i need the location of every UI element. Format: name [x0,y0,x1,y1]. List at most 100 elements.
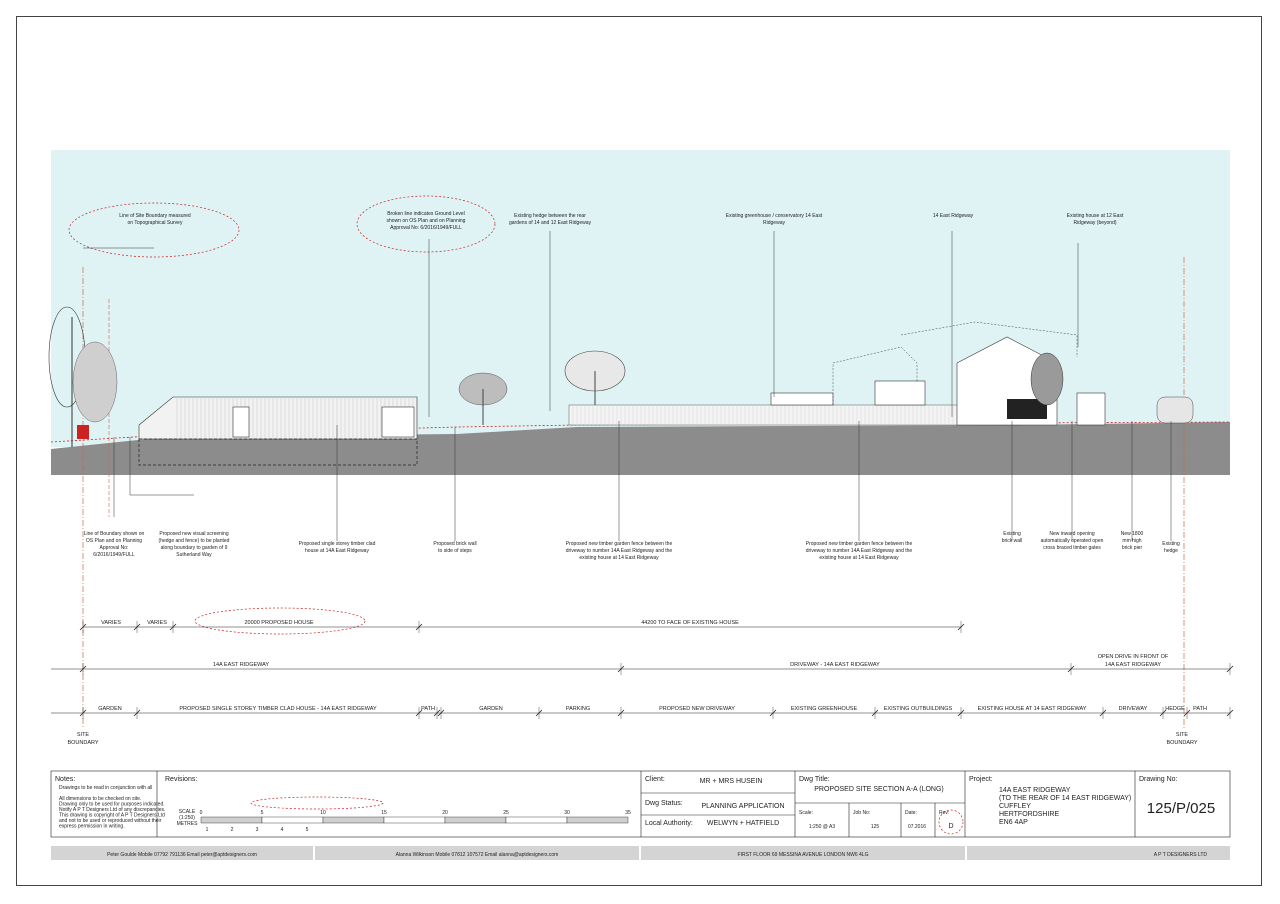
callout-ground-level: Broken line indicates Ground Level [387,211,465,217]
callout-fence-2: Proposed new timber garden fence between… [806,541,913,547]
site-boundary-label-right-2: BOUNDARY [1166,740,1197,746]
scale-label: SCALE [179,809,196,815]
callout-greenhouse: Existing greenhouse / conservatory 14 Ea… [726,213,823,219]
callout-ground-level: shown on OS Plan and on Planning [387,218,466,224]
project-label: Project: [969,776,993,783]
client-value: MR + MRS HUSEIN [700,778,763,785]
dim-row3-label: GARDEN [479,706,503,712]
notes-line: This drawing is copyright of A P T Desig… [59,813,165,819]
callout-line-of-boundary: Line of Boundary shown on [84,531,145,537]
revisions-label: Revisions: [165,776,197,783]
callout-existing-hedge-b: Existing [1162,541,1180,547]
callout-house-12: Existing house at 12 East [1067,213,1124,219]
callout-gates: New inward opening [1049,531,1095,537]
scale-tick-small-label: 1 [206,827,209,833]
dim-row2-label: DRIVEWAY - 14A EAST RIDGEWAY [790,662,880,668]
dim-row3-label: PATH [421,706,435,712]
callout-fence-2: driveway to number 14A East Ridgeway and… [806,548,913,554]
footer-address: FIRST FLOOR 69 MESSINA AVENUE LONDON NW6… [738,852,869,858]
callout-greenhouse: Ridgeway [763,220,785,226]
scale-field-value: 1:250 @ A3 [809,824,835,830]
tree-mid-2 [564,350,626,422]
notes-line: express permission in writing. [59,824,125,830]
callout-timber-house: Proposed single storey timber clad [299,541,376,547]
dim-row3-label: HEDGE [1165,706,1185,712]
title-block-text: Notes:Drawings to be read in conjunction… [55,776,1215,858]
callout-east-ridgeway-14: 14 East Ridgeway [933,213,974,219]
revision-cloud-2 [356,195,496,253]
tree-mid-1 [458,372,508,425]
scale-label: METRES [177,821,199,827]
dim-row2-label: 14A EAST RIDGEWAY [1105,662,1161,668]
leaders-top [83,231,1079,417]
callout-ground-level: Approval No: 6/2016/1949/FULL [390,225,462,231]
trees-left [48,306,118,447]
callout-visual-screening: Sutherland Way [176,552,212,558]
scale-tick-small-label: 3 [256,827,259,833]
callout-brick-pier: brick pier [1122,545,1143,551]
callout-existing-hedge: gardens of 14 and 12 East Ridgeway [509,220,591,226]
scale-tick-label: 20 [442,810,448,816]
dim-row3-label: EXISTING GREENHOUSE [791,706,858,712]
dwg-title-label: Dwg Title: [799,776,830,783]
callout-site-boundary-survey: on Topographical Survey [128,220,183,226]
scale-tick-label: 35 [625,810,631,816]
outbuildings-outline [832,346,918,405]
callout-timber-house: house at 14A East Ridgeway [305,548,369,554]
job-no-label: Job No: [853,810,870,816]
callout-house-12: Ridgeway (beyond) [1073,220,1116,226]
rev-cloud-d [938,809,964,835]
greenhouse [770,392,834,406]
scale-tick-label: 0 [200,810,203,816]
scale-tick-small-label: 4 [281,827,284,833]
footer-bar-2 [315,846,639,860]
dim-row3-label: EXISTING OUTBUILDINGS [884,706,953,712]
existing-house-14 [956,336,1106,426]
dim-row3-label: PROPOSED SINGLE STOREY TIMBER CLAD HOUSE… [179,706,377,712]
callout-line-of-boundary: Approval No: [100,545,129,551]
callout-fence-1: Proposed new timber garden fence between… [566,541,673,547]
callout-line-of-boundary: 6/2016/1949/FULL [93,552,135,558]
notes-line: and not to be used or reproduced without… [59,818,162,824]
notes-line: Drawings to be read in conjunction with … [59,785,152,791]
callout-brick-wall-steps: Proposed brick wall [433,541,476,547]
title-block [50,770,1231,838]
project-line: EN6 4AP [999,819,1028,826]
scale-tick-small-label: 2 [231,827,234,833]
callout-site-boundary-survey: Line of Site Boundary measured [119,213,191,219]
outbuilding [874,380,926,406]
drawing-no-value: 125/P/025 [1147,800,1215,817]
job-no-value: 125 [871,824,880,830]
notes-line: Notify A P T Designers Ltd of any discre… [59,807,165,813]
roofline-dashed [900,321,1078,357]
dimension-ticks [79,621,1234,719]
callout-existing-brick-wall: brick wall [1002,538,1023,544]
dimension-lines [51,626,1230,714]
footer-bar-3 [641,846,965,860]
callout-existing-hedge: Existing hedge between the rear [514,213,586,219]
revision-cloud-3 [194,607,366,635]
dim-row3-label: PATH [1193,706,1207,712]
site-boundary-label-left-2: BOUNDARY [67,740,98,746]
timber-fence [568,404,1020,426]
revision-cloud-1 [68,202,240,258]
site-boundary-label-left-1: SITE [77,732,90,738]
footer-bar-1 [51,846,313,860]
revision-cloud-4 [250,796,384,810]
dwg-status-value: PLANNING APPLICATION [701,803,784,810]
proposed-house [138,396,418,466]
footer-contact-2: Alanna Wilkinson Mobile 07812 107572 Ema… [396,852,559,858]
callout-existing-hedge-b: hedge [1164,548,1178,554]
dim-row3-label: DRIVEWAY [1119,706,1148,712]
dim-row2-label: 14A EAST RIDGEWAY [213,662,269,668]
dwg-title-value: PROPOSED SITE SECTION A-A (LONG) [814,786,944,793]
scale-field-label: Scale: [799,810,813,816]
callout-visual-screening: Proposed new visual screening [159,531,228,537]
dim-row3-label: PROPOSED NEW DRIVEWAY [659,706,735,712]
notes-line: All dimensions to be checked on site. [59,796,141,802]
rev-label: Rev: [939,810,949,816]
dwg-status-label: Dwg Status: [645,800,683,807]
dim-row1-label: VARIES [147,620,167,626]
